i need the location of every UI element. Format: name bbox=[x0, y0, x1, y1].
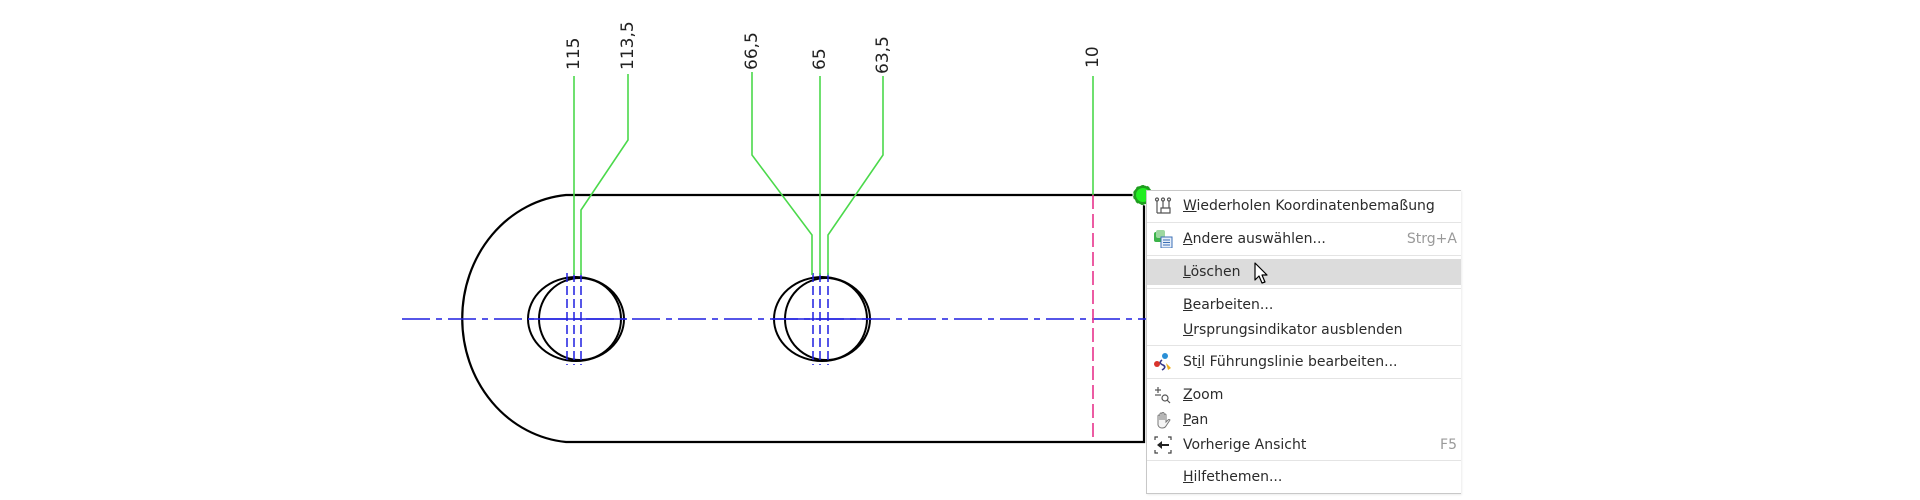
dimension-label-115[interactable]: 115 bbox=[564, 37, 584, 70]
menu-item-delete[interactable]: Löschen bbox=[1147, 259, 1461, 285]
dimension-label-66-5[interactable]: 66,5 bbox=[742, 32, 762, 70]
mouse-pointer-icon bbox=[1254, 262, 1268, 284]
hole-right-projection-lines bbox=[812, 273, 829, 365]
menu-separator bbox=[1147, 288, 1461, 289]
hole-left-projection-lines bbox=[566, 273, 582, 365]
menu-label: Stil Führungslinie bearbeiten... bbox=[1183, 354, 1398, 370]
menu-label: Zoom bbox=[1183, 386, 1224, 403]
menu-item-hide-origin-indicator[interactable]: Ursprungsindikator ausblenden bbox=[1147, 317, 1461, 342]
menu-label: Hilfethemen... bbox=[1183, 469, 1283, 485]
menu-item-help-topics[interactable]: Hilfethemen... bbox=[1147, 464, 1461, 490]
menu-label: Bearbeiten... bbox=[1183, 296, 1274, 313]
select-others-icon bbox=[1153, 230, 1173, 248]
menu-item-select-others[interactable]: Andere auswählen... Strg+A bbox=[1147, 226, 1461, 252]
ordinate-dimension-icon bbox=[1153, 197, 1173, 215]
menu-item-edit-leader-style[interactable]: Stil Führungslinie bearbeiten... bbox=[1147, 349, 1461, 375]
menu-item-repeat-ordinate-dimension[interactable]: Wiederholen Koordinatenbemaßung bbox=[1147, 193, 1461, 219]
menu-item-previous-view[interactable]: Vorherige Ansicht F5 bbox=[1147, 432, 1461, 457]
menu-shortcut: Strg+A bbox=[1406, 231, 1457, 247]
previous-view-icon bbox=[1153, 436, 1173, 454]
menu-separator bbox=[1147, 378, 1461, 379]
menu-label: Andere auswählen... bbox=[1183, 231, 1326, 247]
menu-label: Wiederholen Koordinatenbemaßung bbox=[1183, 198, 1435, 214]
menu-shortcut: F5 bbox=[1440, 436, 1457, 453]
menu-label: Löschen bbox=[1183, 264, 1241, 280]
menu-separator bbox=[1147, 345, 1461, 346]
menu-item-edit[interactable]: Bearbeiten... bbox=[1147, 292, 1461, 317]
pan-hand-icon bbox=[1153, 411, 1173, 429]
context-menu: Wiederholen Koordinatenbemaßung Andere a… bbox=[1146, 190, 1461, 494]
menu-separator bbox=[1147, 255, 1461, 256]
menu-label: Pan bbox=[1183, 411, 1209, 428]
ordinate-leaders[interactable] bbox=[573, 72, 1094, 275]
menu-item-zoom[interactable]: Zoom bbox=[1147, 382, 1461, 407]
dimension-label-63-5[interactable]: 63,5 bbox=[873, 36, 893, 74]
dimension-label-10[interactable]: 10 bbox=[1083, 46, 1103, 68]
menu-item-pan[interactable]: Pan bbox=[1147, 407, 1461, 432]
zoom-icon bbox=[1153, 386, 1173, 404]
menu-label: Vorherige Ansicht bbox=[1183, 436, 1307, 453]
menu-separator bbox=[1147, 222, 1461, 223]
part-outline bbox=[461, 193, 1146, 444]
menu-label: Ursprungsindikator ausblenden bbox=[1183, 321, 1403, 338]
dimension-label-113-5[interactable]: 113,5 bbox=[618, 21, 638, 70]
style-icon bbox=[1153, 353, 1173, 371]
menu-separator bbox=[1147, 460, 1461, 461]
dimension-label-65[interactable]: 65 bbox=[810, 48, 830, 70]
